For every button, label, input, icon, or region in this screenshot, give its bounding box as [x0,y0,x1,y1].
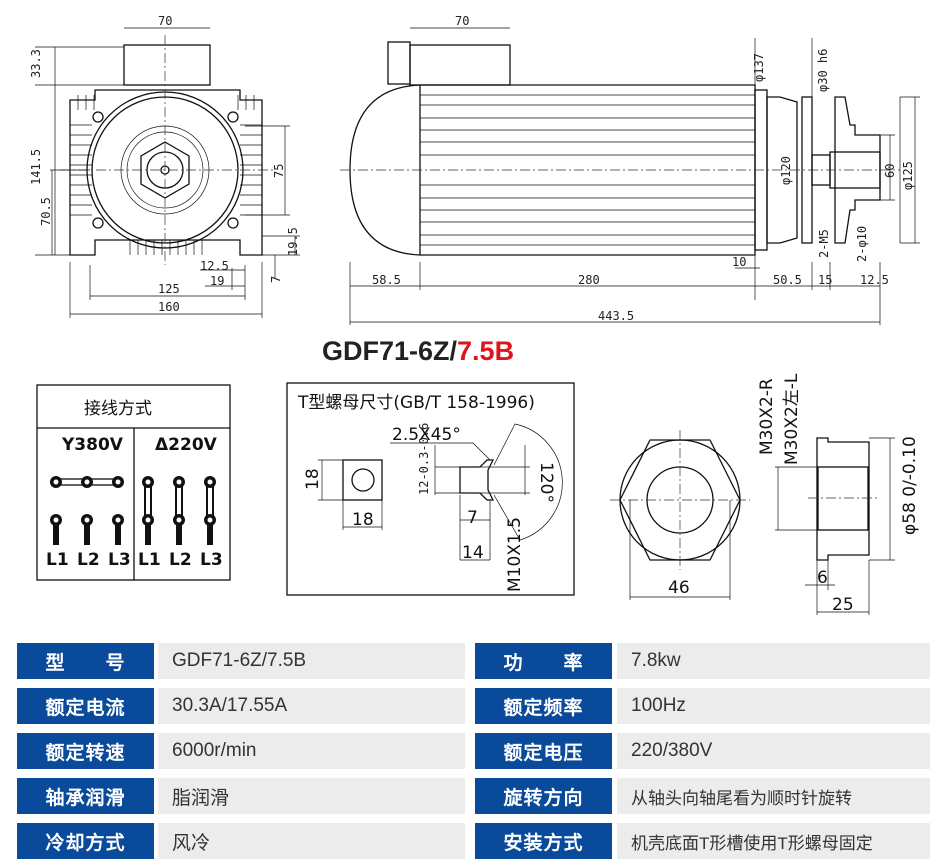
thread-text: M10X1.5 [505,517,525,592]
tnut-title: T型螺母尺寸(GB/T 158-1996) [297,393,535,413]
dim-text: 25 [832,595,854,615]
spec-label: 额定电流 [17,688,154,724]
dim-text: 70 [158,14,172,28]
dim-text: 19 [210,274,224,288]
junction-box [409,44,511,86]
dim-text: 75 [272,164,286,178]
dim-text: 14 [462,543,484,563]
spec-label: 额定频率 [475,688,612,724]
dim-text: 19.5 [286,227,300,256]
delta-label: Δ220V [155,435,218,455]
side-view: 70 φ137 φ30 h6 φ120 φ125 60 2-M5 2-φ10 1… [340,14,920,325]
spec-value: 从轴头向轴尾看为顺时针旋转 [617,778,930,814]
dim-text: 141.5 [29,149,43,185]
dim-text: 443.5 [598,309,634,323]
terminal-label: L1 [46,550,69,570]
dim-text: 18 [352,510,374,530]
spec-value: 风冷 [158,823,465,859]
dim-text: 33.3 [29,49,43,78]
hex-nut-diagram: 46 [610,430,750,600]
dim-text: 125 [158,282,180,296]
technical-drawing: 70 33.3 141.5 70.5 75 19.5 12.5 19 7 125… [29,14,920,615]
dim-text: 160 [158,300,180,314]
dim-text: 6 [817,568,828,588]
spec-label: 冷却方式 [17,823,154,859]
spec-label: 安装方式 [475,823,612,859]
terminal-label: L2 [77,550,100,570]
spec-label: 额定电压 [475,733,612,769]
dim-text: 58.5 [372,273,401,287]
dim-text: 12-0.3-0.6 [417,423,431,495]
spec-value: 机壳底面T形槽使用T形螺母固定 [617,823,930,859]
thread-text: M30X2左-L [782,373,802,465]
model-suffix: 7.5B [457,336,515,366]
spec-value: 220/380V [617,733,930,769]
terminal-label: L2 [169,550,192,570]
thread-text: M30X2-R [757,378,777,455]
t-nut-diagram: T型螺母尺寸(GB/T 158-1996) 18 18 2.5X45° 12-0… [286,382,575,596]
terminal-label: L1 [138,550,161,570]
dim-text: φ120 [779,156,793,185]
collar-diagram: M30X2-R M30X2左-L φ58 0/-0.10 6 25 [757,373,920,615]
terminal-label: L3 [200,550,223,570]
wiring-diagram: 接线方式 Y380V Δ220V L1 L2 L3 L1 L2 L3 [36,384,231,581]
dim-text: 12.5 [200,259,229,273]
spec-value: 脂润滑 [158,778,465,814]
dim-text: φ58 0/-0.10 [900,436,920,535]
housing-outline [69,89,263,256]
dim-text: 60 [883,164,897,178]
dim-text: 7 [269,276,283,283]
dim-text: φ137 [752,53,766,82]
dim-text: 46 [668,578,690,598]
wiring-title: 接线方式 [84,399,152,419]
dim-text: 12.5 [860,273,889,287]
dim-text: 10 [732,255,746,269]
spec-value: 100Hz [617,688,930,724]
model-prefix: GDF71-6Z/ [322,336,458,366]
dim-text: 2-φ10 [855,226,869,262]
spec-label: 旋转方向 [475,778,612,814]
dim-text: 70 [455,14,469,28]
spec-label: 轴承润滑 [17,778,154,814]
spec-value: GDF71-6Z/7.5B [158,643,465,679]
dim-text: φ125 [901,161,915,190]
dim-text: 15 [818,273,832,287]
spec-value: 7.8kw [617,643,930,679]
spec-label: 功 率 [475,643,612,679]
dim-text: φ30 h6 [816,49,830,92]
chamfer-text: 2.5X45° [392,425,461,445]
model-title: GDF71-6Z/7.5B [322,336,514,367]
spec-label: 型 号 [17,643,154,679]
terminal-label: L3 [108,550,131,570]
star-label: Y380V [61,435,124,455]
dim-text: 70.5 [39,197,53,226]
dim-text: 50.5 [773,273,802,287]
front-view: 70 33.3 141.5 70.5 75 19.5 12.5 19 7 125… [29,14,300,318]
angle-text: 120° [536,462,556,503]
dim-text: 2-M5 [817,229,831,258]
junction-box [123,44,211,86]
dim-text: 7 [467,508,478,528]
dim-text: 18 [303,468,323,490]
spec-value: 30.3A/17.55A [158,688,465,724]
dim-text: 280 [578,273,600,287]
spec-label: 额定转速 [17,733,154,769]
spec-value: 6000r/min [158,733,465,769]
